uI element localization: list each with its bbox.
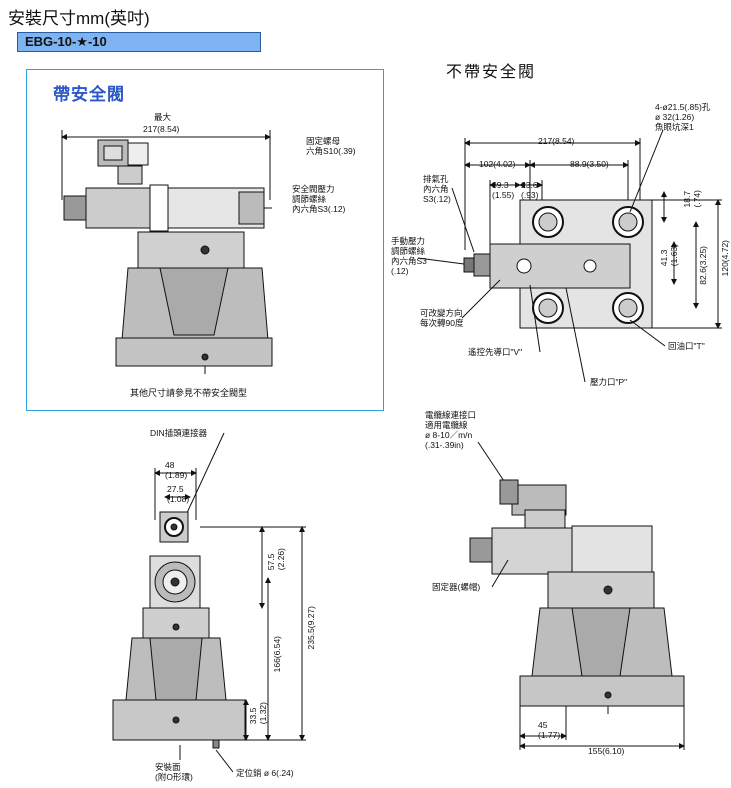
callout-mount-holes: 4-ø21.5(.85)孔 ø 32(1.26) 魚眼坑深1 (655, 102, 711, 132)
callout-vent: 排氣孔 內六角 S3(.12) (423, 174, 451, 204)
callout-din-connector: DIN插頭連接器 (150, 428, 208, 438)
dim-45: 45 (1.77) (538, 720, 561, 740)
relief-valve-panel (26, 69, 384, 411)
dim-41-3: 41.3 (1.63) (659, 244, 679, 267)
dim-23-6: 23.6 (.93) (521, 180, 539, 200)
dim-max-label: 最大 (154, 112, 172, 122)
dim-27-5: 27.5 (1.08) (167, 484, 190, 504)
callout-mounting-face: 安裝面 (附O形環) (155, 762, 193, 782)
callout-manual-screw: 手動壓力 調節螺絲 內六角S3 (.12) (391, 236, 427, 276)
callout-pressure-port: 壓力口"P" (590, 377, 628, 387)
callout-relief-screw: 安全閥壓力 調節螺絲 內六角S3(.12) (292, 184, 346, 214)
callout-return-port: 回油口"T" (668, 341, 705, 351)
top-view-drawing (417, 129, 722, 383)
relief-valve-drawing (61, 130, 273, 374)
model-code-bar: EBG-10-★-10 (17, 32, 261, 52)
panel-footnote: 其他尺寸請參見不帶安全閥型 (130, 388, 248, 398)
panel-title: 帶安全閥 (53, 85, 125, 104)
dim-102: 102(4.02) (479, 159, 516, 169)
callout-fixing-nut-2: 固定器(螺帽) (432, 582, 481, 592)
dim-18-7: 18.7 (.74) (682, 190, 702, 208)
dim-57-5: 57.5 (2.26) (266, 548, 286, 571)
dim-max-value: 217(8.54) (143, 124, 180, 134)
dim-155: 155(6.10) (588, 746, 625, 756)
dim-235-5: 235.5(9.27) (306, 606, 316, 650)
callout-pilot-port: 遙控先導口"V" (468, 347, 523, 357)
dim-217: 217(8.54) (538, 136, 575, 146)
no-relief-heading: 不帶安全閥 (446, 64, 537, 81)
page-title: 安裝尺寸mm(英吋) (8, 9, 150, 28)
dim-88-9: 88.9(3.50) (570, 159, 609, 169)
callout-rotatable: 可改變方向 每次轉90度 (420, 308, 464, 328)
front-view-drawing (112, 432, 306, 773)
callout-fixing-nut: 固定螺母 六角S10(.39) (306, 136, 356, 156)
dim-48: 48 (1.89) (165, 460, 188, 480)
dim-82-6: 82.6(3.25) (698, 246, 708, 285)
dim-166: 166(6.54) (272, 636, 282, 673)
dim-39-3: 39.3 (1.55) (492, 180, 515, 200)
dim-33-5: 33.5 (1.32) (248, 702, 268, 725)
callout-locating-pin: 定位銷 ø 6(.24) (236, 768, 294, 778)
callout-cable-port: 電纜線連接口 適用電纜線 ø 8-10／m/n (.31-.39in) (425, 410, 477, 450)
iso-view-drawing (469, 441, 685, 750)
dim-120: 120(4.72) (720, 240, 730, 277)
